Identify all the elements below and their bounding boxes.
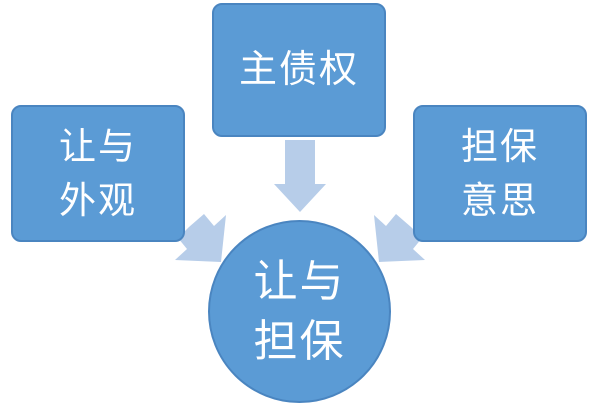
node-security-intent-label: 担保 意思: [461, 124, 539, 222]
node-main-debt-label: 主债权: [238, 47, 359, 92]
node-transfer-appearance-label: 让与 外观: [59, 124, 137, 222]
node-transfer-security-label: 让与 担保: [253, 256, 346, 367]
arrow-left-to-center: [175, 214, 226, 262]
node-transfer-security: 让与 担保: [208, 220, 391, 403]
arrow-right-to-center: [374, 214, 425, 262]
arrow-top-to-center: [274, 140, 326, 212]
node-transfer-appearance: 让与 外观: [11, 105, 185, 242]
node-main-debt: 主债权: [212, 3, 386, 137]
node-security-intent: 担保 意思: [413, 105, 587, 242]
